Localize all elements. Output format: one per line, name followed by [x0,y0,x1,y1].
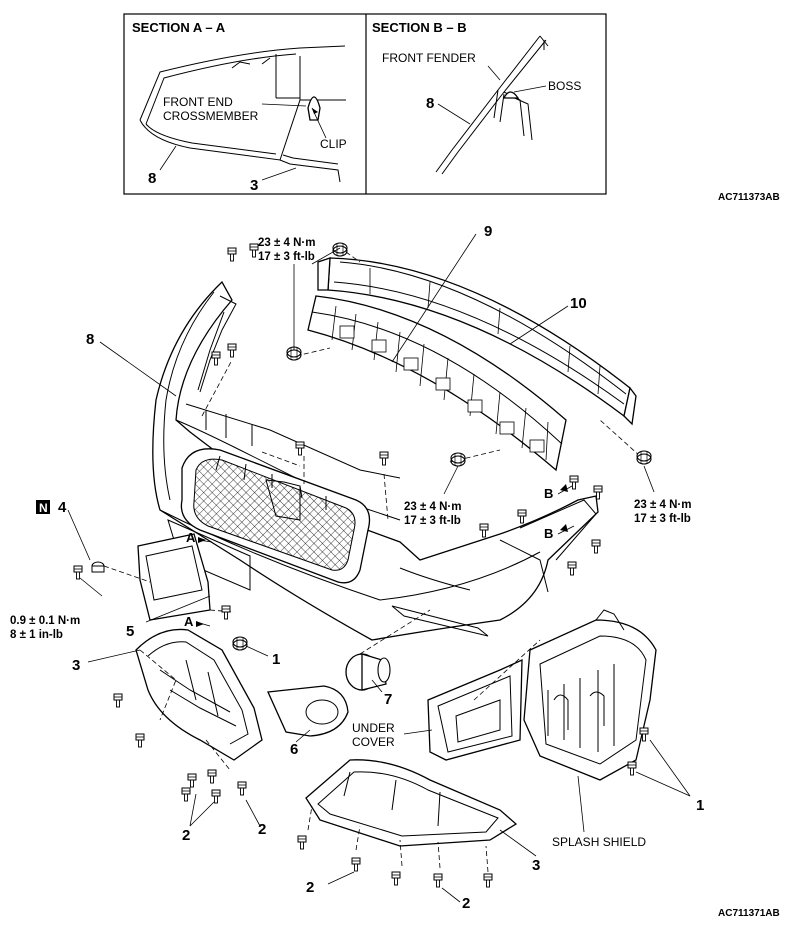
section-a-a: SECTION A – A FRONT END CROSSMEMBER CLIP… [132,20,347,194]
section-mark-a-upper: A [186,530,196,545]
section-a-part-8: 8 [148,170,156,187]
part-2-label-b: 2 [258,821,266,838]
torque-inlb-small: 8 ± 1 in-lb [10,629,63,641]
part-2-label-a: 2 [182,827,190,844]
part-1-label-right: 1 [696,797,704,814]
part-8-label: 8 [86,331,94,348]
under-cover [427,639,541,761]
part-6-label: 6 [290,741,298,758]
figure-code-bottom: AC711371AB [718,908,780,919]
section-mark-b-upper: B [544,486,553,501]
n-badge-text: N [39,501,48,515]
section-b-part-8: 8 [426,95,434,112]
license-plate-bracket [103,533,235,621]
fog-lamp-bezel [267,685,349,737]
crossmember-label-2: CROSSMEMBER [163,109,259,123]
bumper-reinforcement [317,257,637,426]
boss-label: BOSS [548,79,581,93]
crossmember-label-1: FRONT END [163,95,233,109]
part-4-fasteners [73,561,105,580]
part-2-label-d: 2 [462,895,470,912]
fog-lamp [345,609,431,691]
figure-code-top: AC711373AB [718,192,780,203]
left-lower-bracket [135,628,263,771]
torque-ftlb-top: 17 ± 3 ft-lb [258,251,315,263]
under-cover-label-2: COVER [352,735,395,749]
torque-ftlb-mid: 17 ± 3 ft-lb [404,515,461,527]
splash-shield [523,609,657,781]
section-b-title: SECTION B – B [372,20,467,35]
part-5-label: 5 [126,623,134,640]
part-2-label-c: 2 [306,879,314,896]
n-badge [36,500,50,514]
part-10-label: 10 [570,295,587,312]
part-1-label-left: 1 [272,651,280,668]
section-a-part-3: 3 [250,177,258,194]
section-detail-box [123,13,607,195]
splash-shield-label: SPLASH SHIELD [552,835,646,849]
front-bumper-fascia [152,280,599,641]
section-mark-a-lower: A [184,614,194,629]
clip-label: CLIP [320,137,347,151]
section-a-title: SECTION A – A [132,20,226,35]
diagram-labels: 23 ± 4 N·m 17 ± 3 ft-lb 23 ± 4 N·m 17 ± … [10,223,704,912]
torque-nm-small: 0.9 ± 0.1 N·m [10,615,80,627]
part-3-label-left: 3 [72,657,80,674]
section-mark-b-lower: B [544,526,553,541]
torque-ftlb-right: 17 ± 3 ft-lb [634,513,691,525]
part-4-label: 4 [58,499,67,516]
part-3-label-bottom: 3 [532,857,540,874]
under-cover-label-1: UNDER [352,721,395,735]
torque-nm-right: 23 ± 4 N·m [634,499,691,511]
energy-absorber [307,295,567,472]
leader-lines [67,233,691,903]
lower-cover [305,759,518,873]
torque-nm-mid: 23 ± 4 N·m [404,501,461,513]
part-7-label: 7 [384,691,392,708]
section-b-b: SECTION B – B FRONT FENDER BOSS 8 [372,20,581,175]
front-fender-label: FRONT FENDER [382,51,476,65]
torque-nm-top: 23 ± 4 N·m [258,237,315,249]
part-9-label: 9 [484,223,492,240]
